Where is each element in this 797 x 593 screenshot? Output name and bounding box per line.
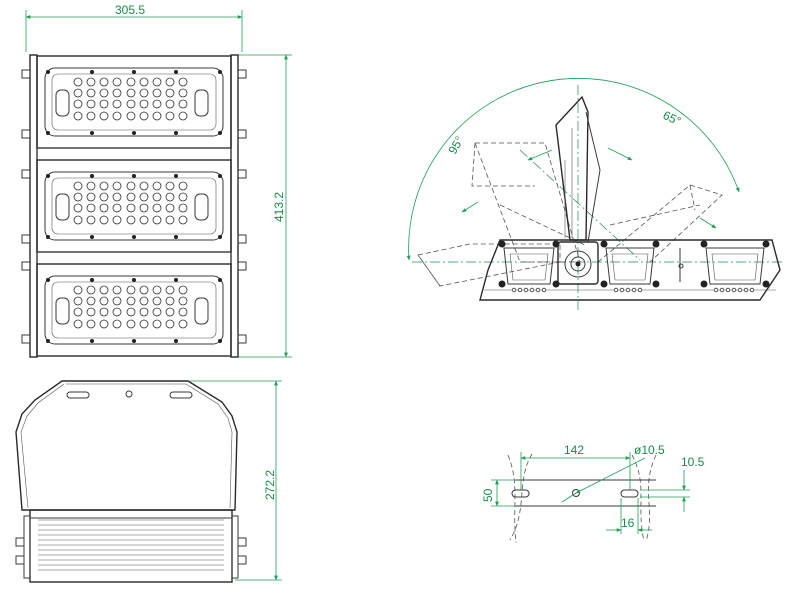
tilt-angle-left-label: 95° bbox=[445, 134, 466, 157]
led-module bbox=[36, 55, 232, 149]
tilt-view: 95° 65° bbox=[406, 77, 782, 310]
mount-detail: 142 ø10.5 10.5 50 16 bbox=[481, 443, 705, 544]
slot-spacing-label: 142 bbox=[564, 443, 584, 457]
side-view: 272.2 bbox=[15, 380, 282, 583]
heatsink-lobe bbox=[498, 240, 560, 293]
heatsink-lobe bbox=[700, 240, 770, 293]
front-view: 305.5 413.2 bbox=[21, 3, 292, 358]
front-height-label: 413.2 bbox=[272, 192, 286, 222]
heatsink-lobe bbox=[600, 240, 660, 293]
tilt-angle-right-label: 65° bbox=[661, 108, 684, 128]
led-module bbox=[36, 263, 232, 357]
side-height-label: 272.2 bbox=[263, 470, 277, 500]
bracket-height-label: 50 bbox=[481, 488, 495, 502]
led-module bbox=[36, 159, 232, 253]
front-width-label: 305.5 bbox=[115, 3, 145, 17]
hole-diameter-label: ø10.5 bbox=[634, 443, 665, 457]
slot-length-label: 16 bbox=[621, 516, 635, 530]
slot-width-label: 10.5 bbox=[681, 455, 705, 469]
